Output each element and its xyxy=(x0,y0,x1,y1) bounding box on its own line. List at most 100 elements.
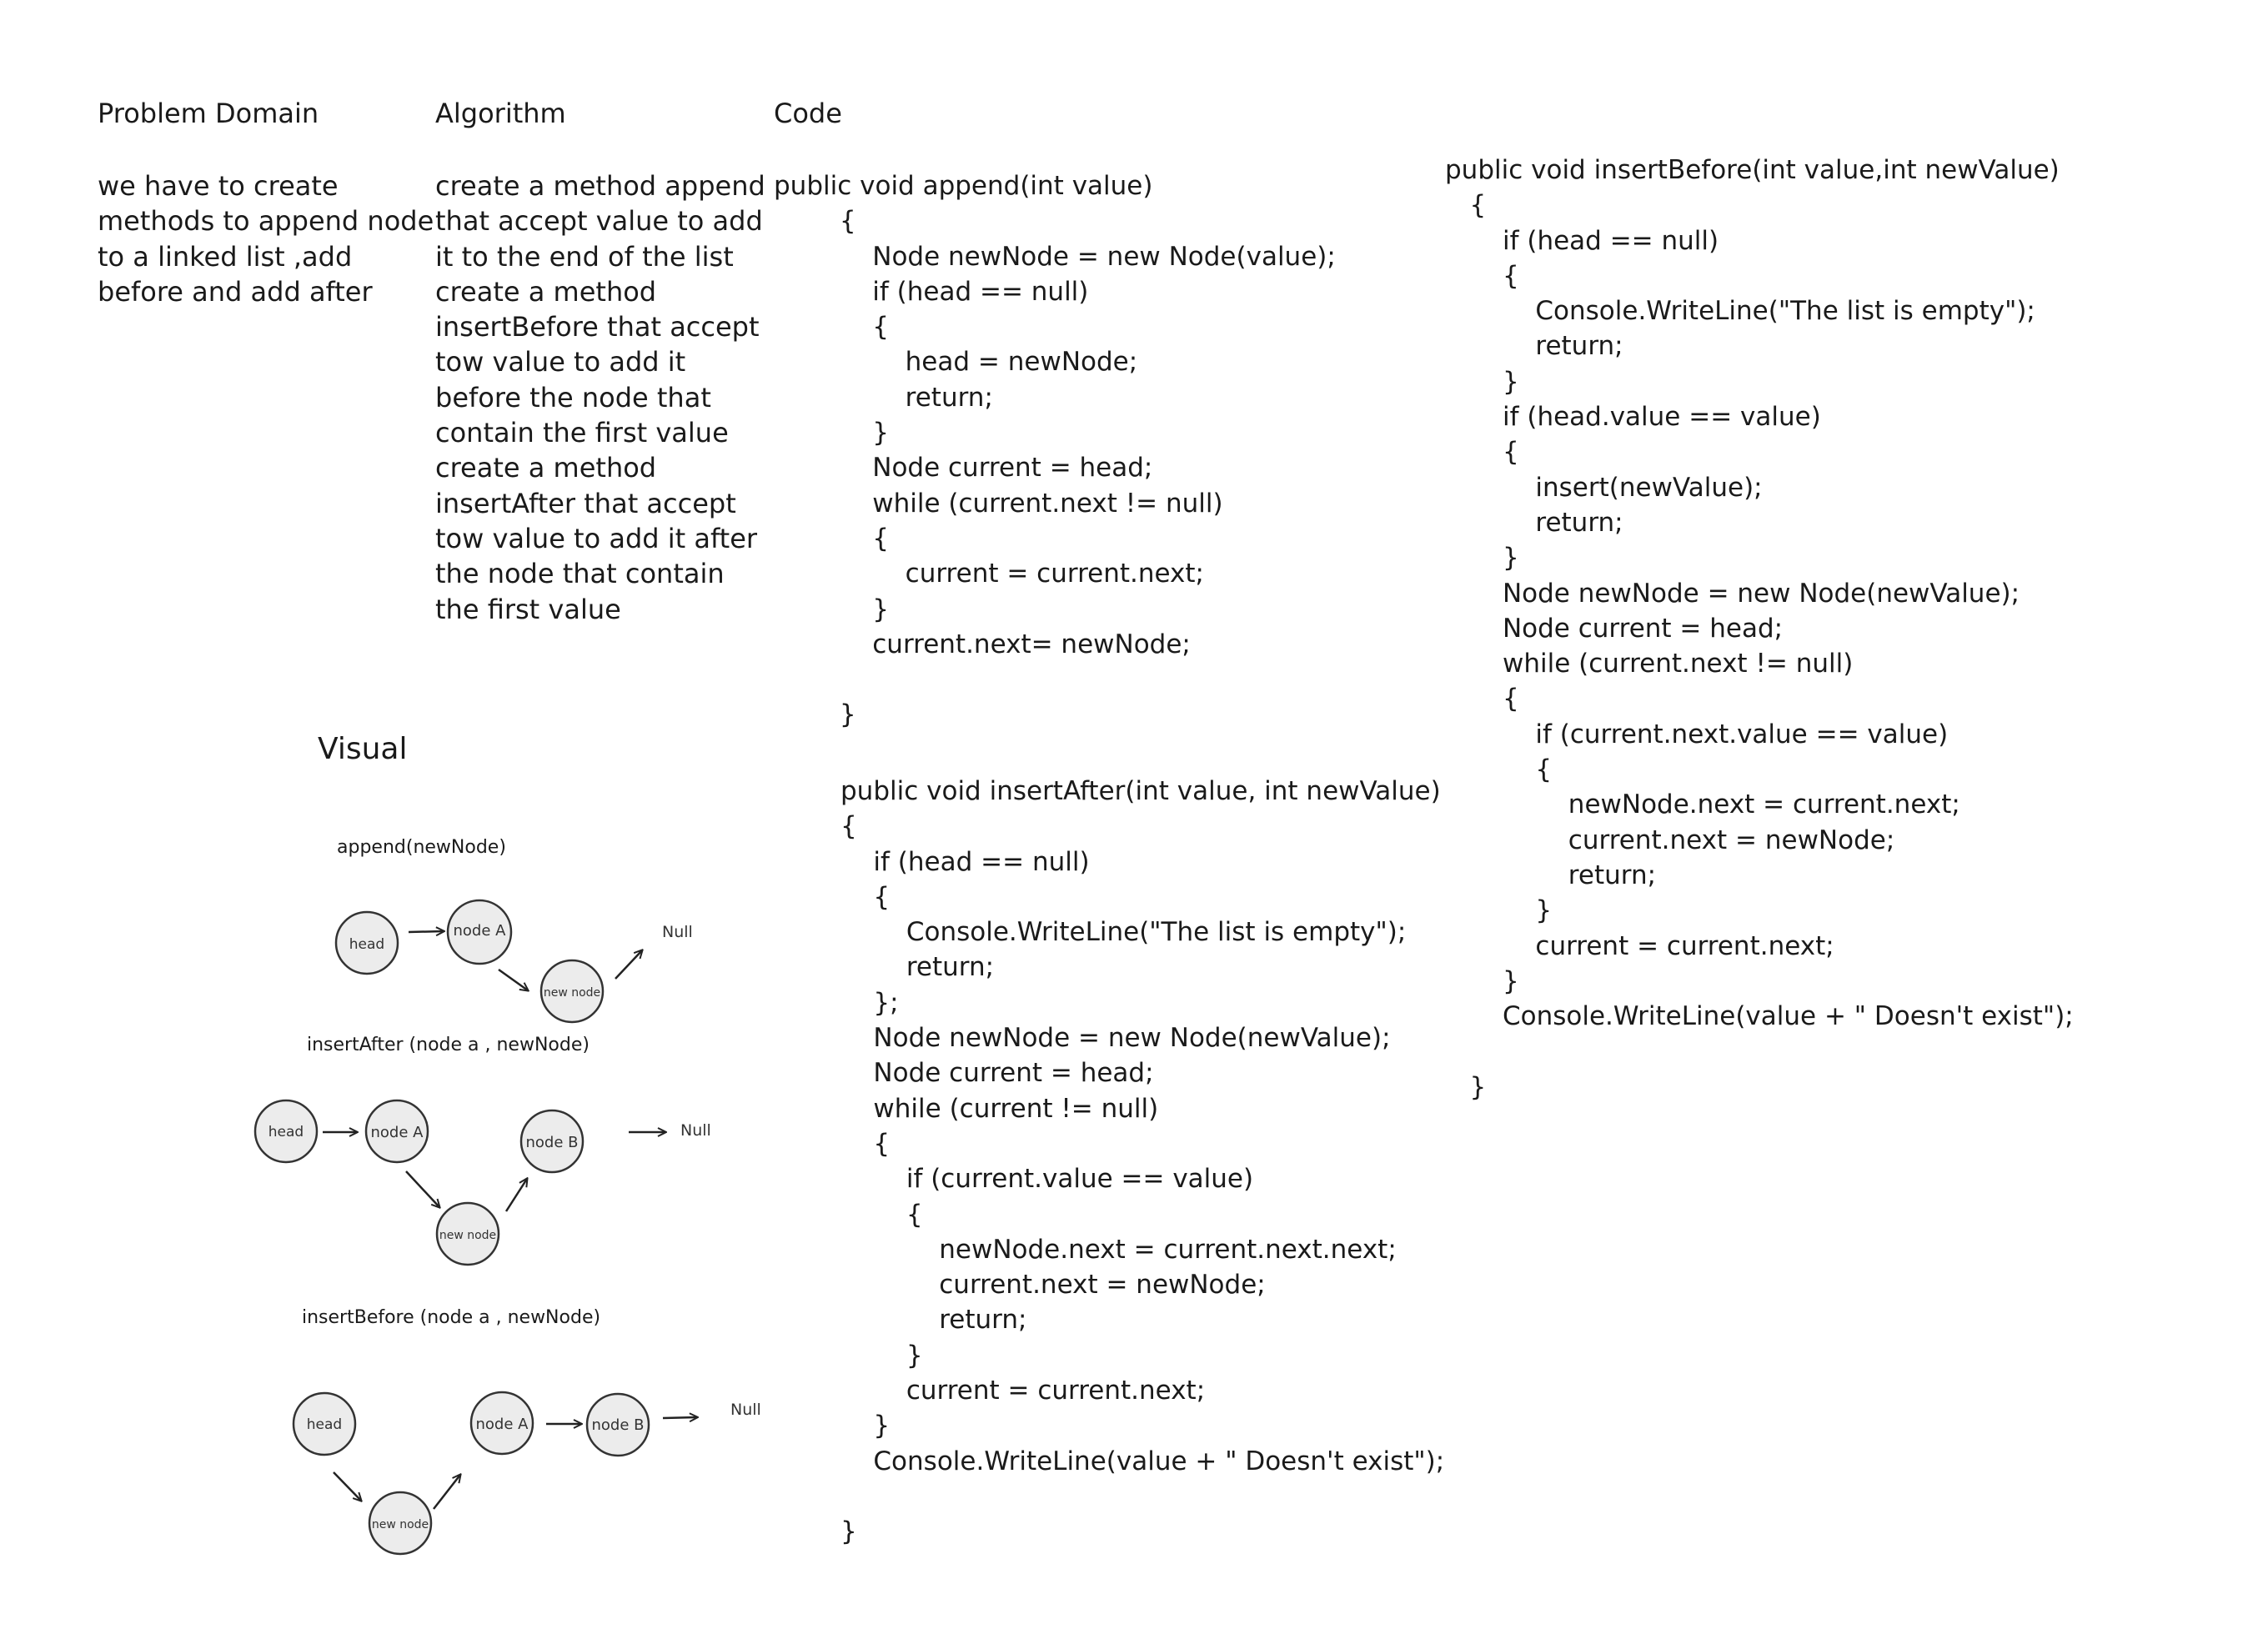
insert-after-diagram-label: insertAfter (node a , newNode) xyxy=(307,1035,590,1055)
arrow xyxy=(408,931,444,932)
code-line: if (current.value == value) xyxy=(840,1164,1254,1195)
algorithm-line: it to the end of the list xyxy=(435,240,734,273)
code-line: { xyxy=(774,312,889,343)
code-line: { xyxy=(840,1199,923,1230)
code-line: while (current != null) xyxy=(840,1093,1159,1124)
problem-domain-line: methods to append node xyxy=(98,205,434,238)
problem-domain-line: to a linked list ,add xyxy=(98,240,353,273)
new-node xyxy=(368,1491,433,1556)
node-b xyxy=(585,1392,650,1457)
code-line: Node current = head; xyxy=(1445,613,1784,644)
code-line: }; xyxy=(840,987,899,1018)
node-b-label: node B xyxy=(526,1134,579,1151)
code-line: if (head == null) xyxy=(840,846,1090,877)
code-line: return; xyxy=(840,952,995,983)
head-node xyxy=(253,1099,319,1164)
code-line: Console.WriteLine("The list is empty"); xyxy=(840,917,1407,948)
algorithm-line: tow value to add it after xyxy=(435,522,758,554)
algorithm-line: that accept value to add xyxy=(435,205,763,238)
visual-heading: Visual xyxy=(318,732,408,766)
code-line: { xyxy=(774,523,889,554)
code-line: { xyxy=(840,811,857,842)
code-line: public void insertAfter(int value, int n… xyxy=(840,776,1441,806)
code-line: Console.WriteLine(value + " Doesn't exis… xyxy=(840,1446,1445,1476)
new-node-label: new node xyxy=(372,1518,429,1531)
code-line: head = newNode; xyxy=(774,347,1138,378)
problem-domain-line: before and add after xyxy=(98,275,373,308)
code-line: newNode.next = current.next; xyxy=(1445,789,1960,820)
code-line: Console.WriteLine(value + " Doesn't exis… xyxy=(1445,1001,2074,1032)
code-line: if (head.value == value) xyxy=(1445,402,1821,433)
new-node-label: new node xyxy=(439,1229,496,1242)
code-line: current.next= newNode; xyxy=(774,629,1191,659)
head-node xyxy=(292,1391,357,1456)
code-line: while (current.next != null) xyxy=(774,488,1223,519)
code-line: Node current = head; xyxy=(774,453,1153,484)
code-line: { xyxy=(1445,260,1519,291)
append-diagram-label: append(newNode) xyxy=(337,837,506,858)
node-a xyxy=(469,1391,534,1456)
arrow xyxy=(333,1471,361,1501)
code-line: public void insertBefore(int value,int n… xyxy=(1445,155,2060,185)
node-a xyxy=(446,899,513,965)
null-label: Null xyxy=(662,923,693,941)
arrow xyxy=(405,1170,439,1207)
node-a-label: node A xyxy=(371,1124,424,1141)
code-line: } xyxy=(1445,1071,1487,1102)
new-node xyxy=(539,959,605,1024)
code-line: return; xyxy=(774,382,993,413)
node-a-label: node A xyxy=(454,922,507,940)
problem-domain-line: we have to create xyxy=(98,170,339,202)
arrow xyxy=(433,1475,460,1510)
code-block-append: public void append(int value) { Node new… xyxy=(774,168,1336,733)
code-line: if (head == null) xyxy=(774,276,1089,307)
code-line: return; xyxy=(840,1305,1027,1336)
code-block-insert-after: public void insertAfter(int value, int n… xyxy=(840,774,1444,1550)
new-node xyxy=(435,1201,500,1266)
code-line: current = current.next; xyxy=(1445,930,1834,961)
code-line: } xyxy=(840,1340,923,1371)
null-label: Null xyxy=(680,1121,711,1140)
code-line: { xyxy=(840,1128,891,1159)
code-heading: Code xyxy=(774,98,842,129)
arrow xyxy=(662,1417,697,1418)
code-line: insert(newValue); xyxy=(1445,472,1763,503)
append-diagram: head node A new node Null xyxy=(334,899,693,1024)
head-node-label: head xyxy=(349,936,384,953)
insert-before-diagram: head node A node B new node Null xyxy=(292,1391,761,1556)
algorithm-line: before the node that xyxy=(435,381,711,414)
head-node-label: head xyxy=(268,1124,304,1140)
code-line: Node newNode = new Node(newValue); xyxy=(1445,578,2020,609)
code-line: { xyxy=(1445,754,1553,785)
algorithm-line: insertBefore that accept xyxy=(435,311,760,343)
code-line: } xyxy=(1445,543,1519,574)
code-line: if (current.next.value == value) xyxy=(1445,719,1949,749)
arrow xyxy=(504,1179,527,1212)
code-block-insert-before: public void insertBefore(int value,int n… xyxy=(1445,153,2074,1105)
code-line: } xyxy=(840,1411,891,1441)
code-line: Console.WriteLine("The list is empty"); xyxy=(1445,296,2035,327)
algorithm-line: create a method xyxy=(435,452,657,484)
algorithm-line: create a method xyxy=(435,275,657,308)
code-line: return; xyxy=(1445,860,1657,890)
code-line: { xyxy=(1445,190,1487,221)
code-line: } xyxy=(774,699,856,730)
code-line: { xyxy=(1445,684,1519,714)
code-line: return; xyxy=(1445,507,1623,538)
insert-before-diagram-label: insertBefore (node a , newNode) xyxy=(302,1307,601,1328)
code-line: while (current.next != null) xyxy=(1445,649,1854,679)
algorithm-line: create a method append xyxy=(435,170,765,202)
null-label: Null xyxy=(730,1401,761,1419)
arrow xyxy=(615,950,642,980)
code-line: } xyxy=(1445,965,1519,996)
insert-after-diagram: head node A node B new node Null xyxy=(253,1099,711,1266)
algorithm-line: the first value xyxy=(435,593,621,625)
code-line: current.next = newNode; xyxy=(1445,825,1895,855)
code-line: Node newNode = new Node(value); xyxy=(774,241,1336,272)
node-b-label: node B xyxy=(592,1416,645,1434)
node-a-label: node A xyxy=(476,1416,529,1433)
code-line: { xyxy=(840,881,891,912)
code-line: } xyxy=(774,594,889,624)
node-a xyxy=(364,1099,429,1164)
code-line: } xyxy=(840,1516,857,1547)
